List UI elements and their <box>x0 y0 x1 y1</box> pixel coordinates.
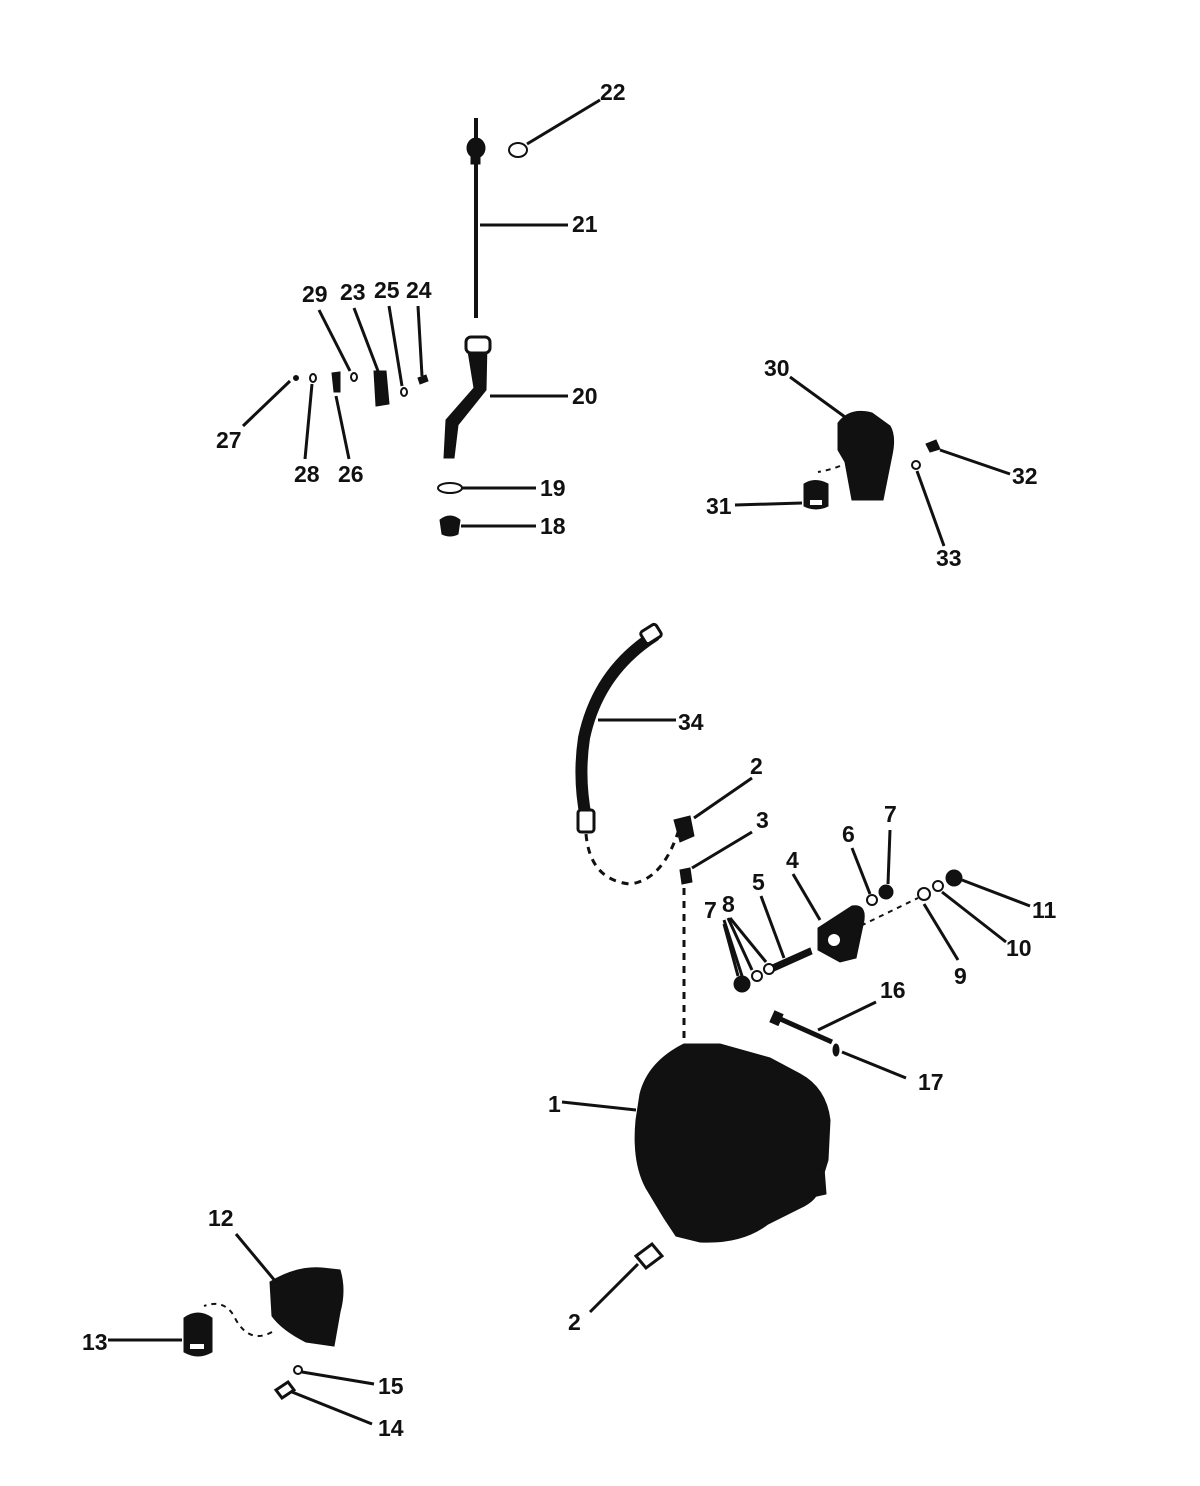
bracket-hardware <box>722 829 1031 993</box>
callout-2-top: 2 <box>750 753 763 779</box>
washer-9 <box>917 887 931 901</box>
callout-29: 29 <box>302 281 328 307</box>
bolt-16 <box>776 1015 834 1045</box>
dipstick-handle-21 <box>470 155 481 165</box>
callout-13: 13 <box>82 1329 108 1355</box>
plug-3 <box>679 867 693 885</box>
washer-29 <box>350 372 358 382</box>
washer-17 <box>832 1043 840 1057</box>
dipstick-tube-20 <box>443 342 488 459</box>
bracket-4-hole <box>828 934 840 946</box>
callout-6: 6 <box>842 821 855 847</box>
callout-15: 15 <box>378 1373 404 1399</box>
cover-assembly-30 <box>803 410 941 510</box>
bolt-16-head <box>769 1010 784 1027</box>
callout-18: 18 <box>540 513 566 539</box>
housing-boss-1 <box>805 1167 827 1199</box>
callout-17: 17 <box>918 1069 944 1095</box>
washer-8b <box>763 963 775 975</box>
callout-20: 20 <box>572 383 598 409</box>
washer-15 <box>293 1365 303 1375</box>
plug-18 <box>439 515 461 537</box>
callout-7-right: 7 <box>884 801 897 827</box>
hose-fitting-bottom <box>576 808 596 834</box>
elbow-2-top <box>673 815 695 843</box>
leaders-cover <box>734 375 1011 547</box>
elbow-2-bottom-body <box>633 1241 665 1271</box>
washer-8a <box>751 970 763 982</box>
hose-34 <box>575 622 682 886</box>
callout-4: 4 <box>786 847 799 873</box>
callout-22: 22 <box>600 79 626 105</box>
o-ring-19 <box>437 482 463 494</box>
callout-28: 28 <box>294 461 320 487</box>
washer-33 <box>911 460 921 470</box>
callout-2-bottom: 2 <box>568 1309 581 1335</box>
bracket-23 <box>373 370 390 407</box>
cap-13-window <box>190 1344 204 1349</box>
callout-1: 1 <box>548 1091 561 1117</box>
callout-34: 34 <box>678 709 704 735</box>
hose-fitting-top <box>639 622 663 646</box>
screw-24 <box>417 374 429 385</box>
screw-14 <box>273 1379 297 1401</box>
callout-25: 25 <box>374 277 400 303</box>
screw-27 <box>293 375 299 381</box>
cap-31-window <box>810 500 822 505</box>
housing-body-1 <box>634 1043 831 1243</box>
callout-32: 32 <box>1012 463 1038 489</box>
callout-21: 21 <box>572 211 598 237</box>
callout-7-left: 7 <box>704 897 717 923</box>
callout-9: 9 <box>954 963 967 989</box>
nut-7-left <box>733 975 751 993</box>
dipstick-tube-top-20 <box>464 335 492 355</box>
callout-16: 16 <box>880 977 906 1003</box>
fittings-2-3 <box>673 776 753 1042</box>
washer-28 <box>309 373 317 383</box>
callout-31: 31 <box>706 493 732 519</box>
screw-32 <box>925 439 941 453</box>
housing-1 <box>561 1043 831 1243</box>
callout-14: 14 <box>378 1415 404 1441</box>
washer-25 <box>400 387 408 397</box>
nut-7-right <box>878 884 894 900</box>
callout-8: 8 <box>722 891 735 917</box>
callout-24: 24 <box>406 277 432 303</box>
lock-washer-10 <box>932 880 944 892</box>
leaders-top <box>241 98 601 528</box>
callout-33: 33 <box>936 545 962 571</box>
cover-30 <box>837 410 895 501</box>
callout-labels: 22 21 29 23 25 24 20 27 28 26 19 18 30 3… <box>82 79 1057 1441</box>
dipstick-cap-21 <box>466 137 486 159</box>
bracket-4 <box>817 905 865 963</box>
o-ring-22 <box>508 142 528 158</box>
dipstick-assembly <box>293 118 528 537</box>
callout-27: 27 <box>216 427 242 453</box>
callout-12: 12 <box>208 1205 234 1231</box>
callout-26: 26 <box>338 461 364 487</box>
washer-6 <box>866 894 878 906</box>
cover-12 <box>269 1267 344 1347</box>
callout-10: 10 <box>1006 935 1032 961</box>
callout-23: 23 <box>340 279 366 305</box>
elbow-2-bottom <box>588 1241 665 1314</box>
nut-11 <box>945 869 963 887</box>
cover-assembly-12 <box>108 1233 375 1426</box>
stud-5 <box>769 947 813 973</box>
callout-5: 5 <box>752 869 765 895</box>
cap-13 <box>183 1312 213 1357</box>
clip-26 <box>331 371 341 393</box>
hose-body-34 <box>575 630 660 824</box>
callout-11: 11 <box>1032 897 1057 923</box>
callout-19: 19 <box>540 475 566 501</box>
bolt-16-assembly <box>769 1000 907 1080</box>
callout-3: 3 <box>756 807 769 833</box>
callout-30: 30 <box>764 355 790 381</box>
